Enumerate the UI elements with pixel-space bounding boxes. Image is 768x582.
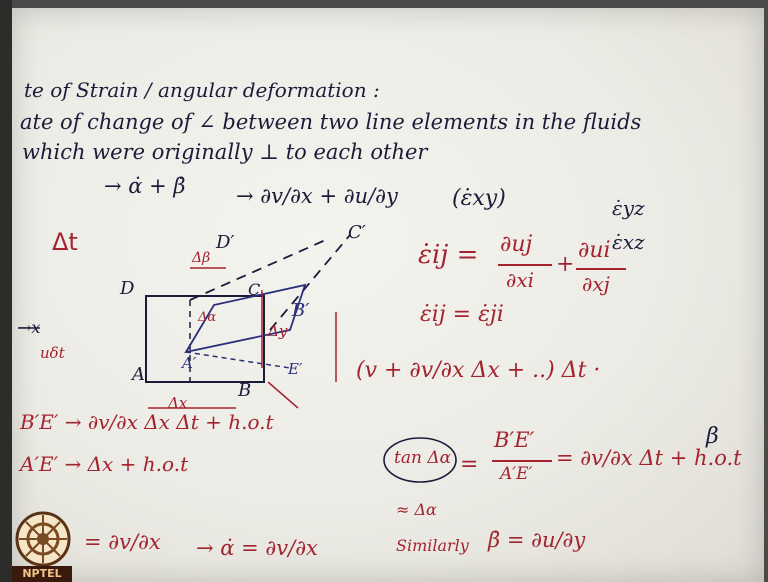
label-a-prime: A′ [182, 354, 197, 372]
label-d-prime: D′ [216, 232, 235, 253]
definition-line-1: ate of change of ∠ between two line elem… [20, 110, 642, 134]
alpha-pointer [267, 381, 299, 409]
label-c-prime: C′ [348, 222, 366, 243]
deformed-element [184, 283, 307, 354]
eij-term1-den: ∂xi [506, 268, 535, 292]
tan-dalpha: tan Δα [394, 448, 452, 468]
delta-t-label: Δt [52, 228, 78, 256]
ae-prime-line [185, 351, 291, 369]
label-b: B [238, 380, 252, 401]
vertical-displacement-expr: (v + ∂v/∂x Δx + ..) Δt · [356, 358, 601, 383]
beta-mark: β [706, 424, 719, 449]
tan-denominator: A′E′ [500, 464, 533, 484]
eij-term1-num: ∂uj [500, 232, 533, 257]
nptel-logo-icon [14, 510, 72, 568]
label-d: D [120, 278, 135, 299]
paper-sheet [12, 8, 764, 582]
label-e-prime: E′ [288, 360, 303, 378]
alpha-dot-eq-left: = ∂v/∂x [84, 530, 161, 554]
alpha-beta-sum: → α̇ + β̇ [104, 174, 186, 198]
tan-fraction-bar [492, 460, 552, 462]
ae-prime-line-text: A′E′ → Δx + h.o.t [20, 452, 189, 476]
eij-symmetry: ε̇ij = ε̇ji [420, 302, 504, 327]
eij-term1-bar [498, 264, 552, 266]
tan-equals: = [460, 452, 479, 477]
eij-term2-num: ∂ui [578, 238, 611, 263]
label-dbeta: Δβ [192, 250, 211, 266]
label-dx: Δx [168, 394, 188, 412]
label-dy: Δy [268, 322, 288, 340]
velocity-gradient-sum: → ∂v/∂x + ∂u/∂y [236, 184, 398, 208]
nptel-logo-text: NPTEL [12, 566, 72, 582]
label-dalpha-inner: Δα [198, 310, 217, 325]
tan-circle [383, 437, 457, 483]
label-x-axis: →x [18, 318, 41, 337]
similarly-label: Similarly [396, 536, 469, 555]
original-element-rect [145, 295, 265, 383]
be-prime-line: B′E′ → ∂v/∂x Δx Δt + h.o.t [20, 410, 274, 434]
tan-rhs: = ∂v/∂x Δt + h.o.t [556, 446, 742, 470]
exy-label: (ε̇xy) [452, 186, 506, 211]
tan-numerator: B′E′ [494, 428, 535, 452]
beta-dot-eq: β̇ = ∂u/∂y [488, 528, 586, 552]
definition-line-2: which were originally ⊥ to each other [22, 140, 428, 164]
heading: te of Strain / angular deformation : [24, 78, 380, 102]
dashed-line-cprime [269, 234, 351, 331]
eij-plus: + [556, 252, 575, 277]
label-a: A [132, 364, 145, 385]
dashed-line-dprime [189, 237, 331, 301]
eij-term2-bar [576, 268, 626, 270]
video-border [0, 0, 12, 582]
eyz-label: ε̇yz [612, 196, 645, 220]
label-udt: uδt [40, 344, 65, 362]
eij-lhs: ε̇ij = [418, 240, 479, 270]
exz-label: ε̇xz [612, 230, 645, 254]
eij-term2-den: ∂xj [582, 272, 610, 296]
alpha-dot-eq: → α̇ = ∂v/∂x [196, 536, 318, 560]
approx-dalpha: ≈ Δα [396, 500, 437, 519]
label-b-prime: B′ [292, 300, 310, 321]
label-c: C [248, 280, 261, 299]
